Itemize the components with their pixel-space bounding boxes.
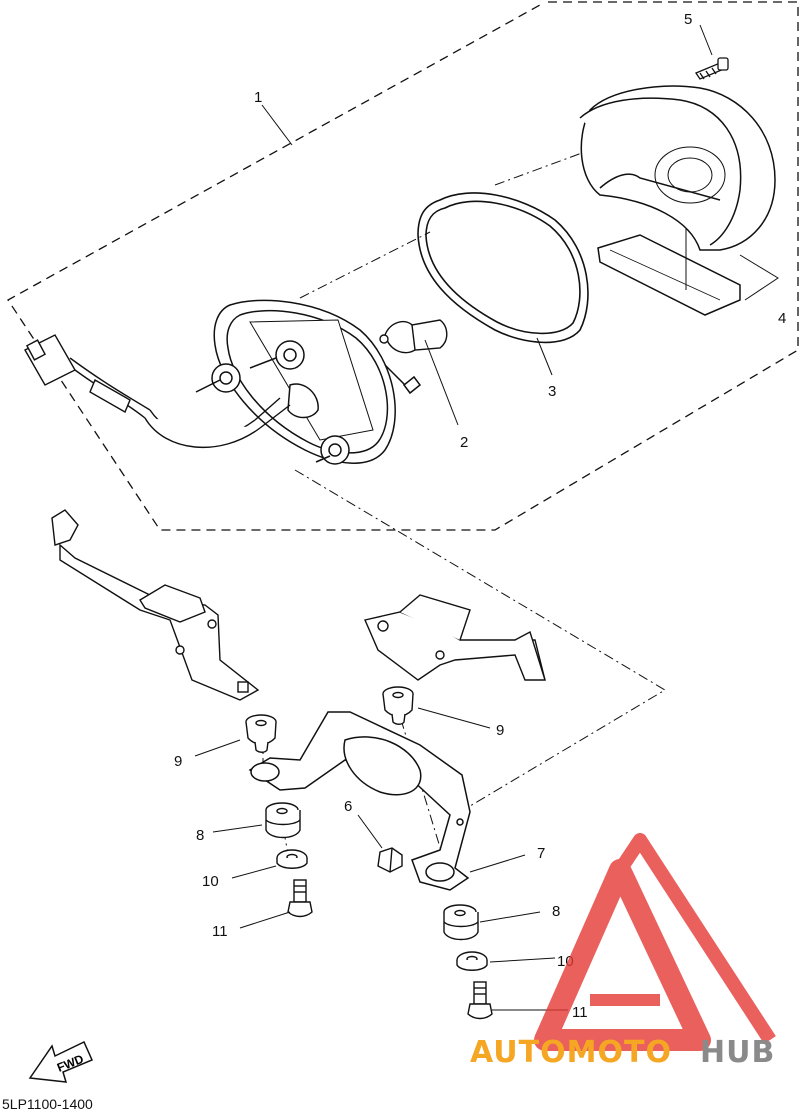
lens-4	[579, 85, 776, 316]
screw-5	[695, 57, 729, 80]
callout-3: 3	[548, 383, 556, 400]
fender-stay-left	[51, 509, 260, 701]
part-code: 5LP1100-1400	[2, 1096, 93, 1112]
callout-1: 1	[254, 89, 262, 106]
wiring-harness	[24, 334, 291, 449]
bulb-2	[379, 319, 448, 354]
bracket-7	[248, 711, 471, 891]
grommet-9	[245, 686, 414, 753]
callout-2: 2	[460, 434, 468, 451]
callout-8-right: 8	[552, 903, 560, 920]
callout-9-left: 9	[174, 753, 182, 770]
automotohub-logo	[534, 833, 776, 1051]
fwd-arrow-icon	[28, 1040, 93, 1083]
callout-8-left: 8	[196, 827, 204, 844]
gasket-3	[417, 192, 589, 344]
callout-11-left: 11	[212, 923, 228, 940]
logo-text-hub: HUB	[700, 1035, 775, 1070]
callout-9-right: 9	[496, 722, 504, 739]
fender-stay-right	[364, 594, 546, 681]
damper-8	[265, 802, 479, 941]
nut-6	[377, 847, 403, 873]
tail-light-housing	[195, 299, 422, 465]
washer-10	[276, 849, 488, 971]
bolt-11	[287, 879, 493, 1020]
callout-5: 5	[684, 11, 692, 28]
callout-10-left: 10	[202, 873, 219, 890]
callout-7: 7	[537, 845, 545, 862]
callout-11-right: 11	[572, 1004, 588, 1021]
callout-6: 6	[344, 798, 352, 815]
assembly-dashed-boundary	[7, 1, 799, 531]
callout-4: 4	[778, 310, 786, 327]
logo-text-automoto: AUTOMOTO	[470, 1035, 672, 1070]
